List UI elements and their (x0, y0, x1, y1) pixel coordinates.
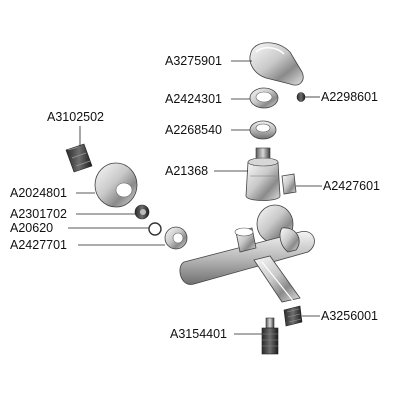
leader-lines (68, 60, 322, 335)
label-diverter-cartridge: A3154401 (170, 327, 227, 341)
mixer-cartridge (245, 147, 281, 201)
o-ring (148, 222, 162, 236)
label-mixer-cartridge: A21368 (165, 164, 208, 178)
cover-ring (249, 87, 279, 109)
label-handle-cap: A2427601 (323, 179, 380, 193)
hose-nut (164, 226, 188, 250)
mixer-body (179, 204, 315, 303)
label-handle-lever: A3275901 (165, 54, 222, 68)
small-screw (296, 92, 306, 102)
label-aerator: A3256001 (321, 309, 378, 323)
diverter-nut (134, 204, 150, 220)
label-diverter-nut: A2301702 (10, 207, 67, 221)
diverter-cartridge (261, 317, 279, 355)
label-hose-nut: A2427701 (10, 238, 67, 252)
rosette-cover (94, 162, 138, 208)
spindle-valve (65, 143, 93, 173)
label-o-ring: A20620 (10, 221, 53, 235)
label-bonnet-nut: A2268540 (165, 123, 222, 137)
label-spindle-valve: A3102502 (47, 110, 104, 124)
handle-lever (249, 42, 304, 86)
label-small-screw: A2298601 (321, 90, 378, 104)
label-cover-ring: A2424301 (165, 92, 222, 106)
aerator (283, 305, 303, 327)
label-rosette-cover: A2024801 (10, 186, 67, 200)
bonnet-nut (249, 120, 277, 140)
handle-cap (281, 173, 297, 195)
